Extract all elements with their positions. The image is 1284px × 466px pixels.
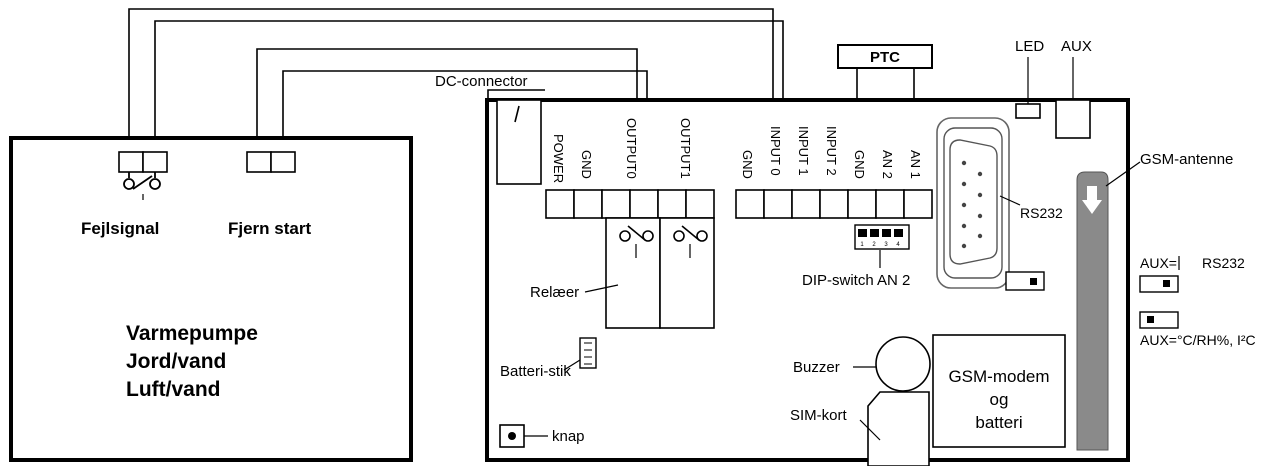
terminal-label-gnd: GND — [579, 150, 594, 179]
fjernstart-terminal-a — [246, 151, 272, 173]
led-indicator — [1015, 103, 1041, 119]
terminal-labels-right: GND INPUT 0 INPUT 1 INPUT 2 GND AN 2 AN … — [740, 126, 923, 179]
dip-number-3: 3 — [884, 242, 888, 248]
fejlsignal-label: Fejlsignal — [81, 219, 159, 238]
aux-jumper-sensor-icon — [1139, 311, 1179, 329]
relay-block: Relæer — [530, 217, 715, 329]
dip-number-4: 4 — [896, 242, 900, 248]
buzzer: Buzzer — [793, 336, 931, 392]
terminal-label-an2: AN 2 — [880, 150, 895, 179]
terminal-label-input0: INPUT 0 — [768, 126, 783, 176]
battery-plug-label: Batteri-stik — [500, 363, 571, 380]
terminal-strip-left — [545, 189, 715, 219]
heat-pump-unit: Fejlsignal Fjern start Varmepumpe Jord/v… — [9, 136, 413, 462]
aux-connector — [1055, 99, 1091, 139]
ptc-label: PTC — [870, 49, 900, 66]
terminal-label-an1: AN 1 — [908, 150, 923, 179]
antenna-arrow-icon — [1082, 186, 1102, 214]
terminal-labels-left: POWER GND OUTPUT0 OUTPUT1 — [551, 118, 693, 183]
push-button: knap — [499, 424, 585, 448]
terminal-label-gnd-2: GND — [740, 150, 755, 179]
fejlsignal-terminal-a — [118, 151, 144, 173]
dc-connector-label: DC-connector — [435, 73, 528, 90]
aux-jumper-legend: AUX= RS232 AUX=°C/RH%, I²C — [1139, 255, 1256, 348]
terminal-label-output0: OUTPUT0 — [624, 118, 639, 179]
button-dot-icon — [508, 432, 516, 440]
gsm-modem: GSM-modem og batteri — [932, 334, 1066, 448]
buzzer-label: Buzzer — [793, 359, 840, 376]
led-label: LED — [1015, 38, 1044, 55]
heat-pump-title-line-1: Varmepumpe — [126, 322, 258, 345]
fjernstart-terminal-b — [270, 151, 296, 173]
relay-label: Relæer — [530, 284, 579, 301]
heat-pump-box — [9, 136, 413, 462]
aux-label: AUX — [1061, 38, 1092, 55]
sim-card-label: SIM-kort — [790, 407, 848, 424]
fejlsignal-contact-icon — [123, 172, 161, 200]
board-jumper — [1005, 271, 1045, 291]
relay-contact-icon — [619, 225, 708, 258]
terminal-label-gnd-3: GND — [852, 150, 867, 179]
rs232-pins-icon — [961, 160, 983, 249]
cable-dc-connector — [487, 89, 545, 100]
rs232-connector: RS232 — [936, 117, 1063, 289]
terminal-label-power: POWER — [551, 134, 566, 183]
gsm-modem-line-3: batteri — [975, 413, 1022, 432]
terminal-label-input2: INPUT 2 — [824, 126, 839, 176]
terminal-label-input1: INPUT 1 — [796, 126, 811, 176]
aux-rs232-value: RS232 — [1202, 255, 1245, 271]
fejlsignal-terminal-b — [142, 151, 168, 173]
aux-jumper-rs232-icon — [1139, 275, 1179, 293]
gsm-modem-line-1: GSM-modem — [948, 367, 1049, 386]
terminal-strip-right — [735, 189, 933, 219]
dip-switch: 1 2 3 4 DIP-switch AN 2 — [802, 224, 910, 289]
aux-sensor-label: AUX=°C/RH%, I²C — [1140, 332, 1256, 348]
gsm-antenna-label: GSM-antenne — [1140, 151, 1233, 168]
dip-switch-label: DIP-switch AN 2 — [802, 272, 910, 289]
dip-number-2: 2 — [872, 242, 876, 248]
gsm-antenna: GSM-antenne — [1076, 151, 1233, 451]
battery-plug: Batteri-stik — [500, 337, 597, 380]
terminal-label-output1: OUTPUT1 — [678, 118, 693, 179]
dc-connector — [496, 99, 542, 185]
ptc-box — [837, 44, 933, 69]
fjernstart-label: Fjern start — [228, 219, 311, 238]
rs232-label: RS232 — [1020, 205, 1063, 221]
heat-pump-title-line-2: Jord/vand — [126, 350, 226, 373]
heat-pump-title-line-3: Luft/vand — [126, 378, 221, 401]
dip-number-1: 1 — [860, 242, 864, 248]
controller-board: DC-connector PTC LED AUX POWER GND OUTPU… — [435, 38, 1233, 466]
sim-card: SIM-kort — [790, 391, 930, 466]
gsm-modem-line-2: og — [990, 390, 1009, 409]
aux-rs232-label: AUX= — [1140, 255, 1177, 271]
dc-connector-slot-icon — [514, 105, 520, 123]
button-label: knap — [552, 428, 585, 445]
